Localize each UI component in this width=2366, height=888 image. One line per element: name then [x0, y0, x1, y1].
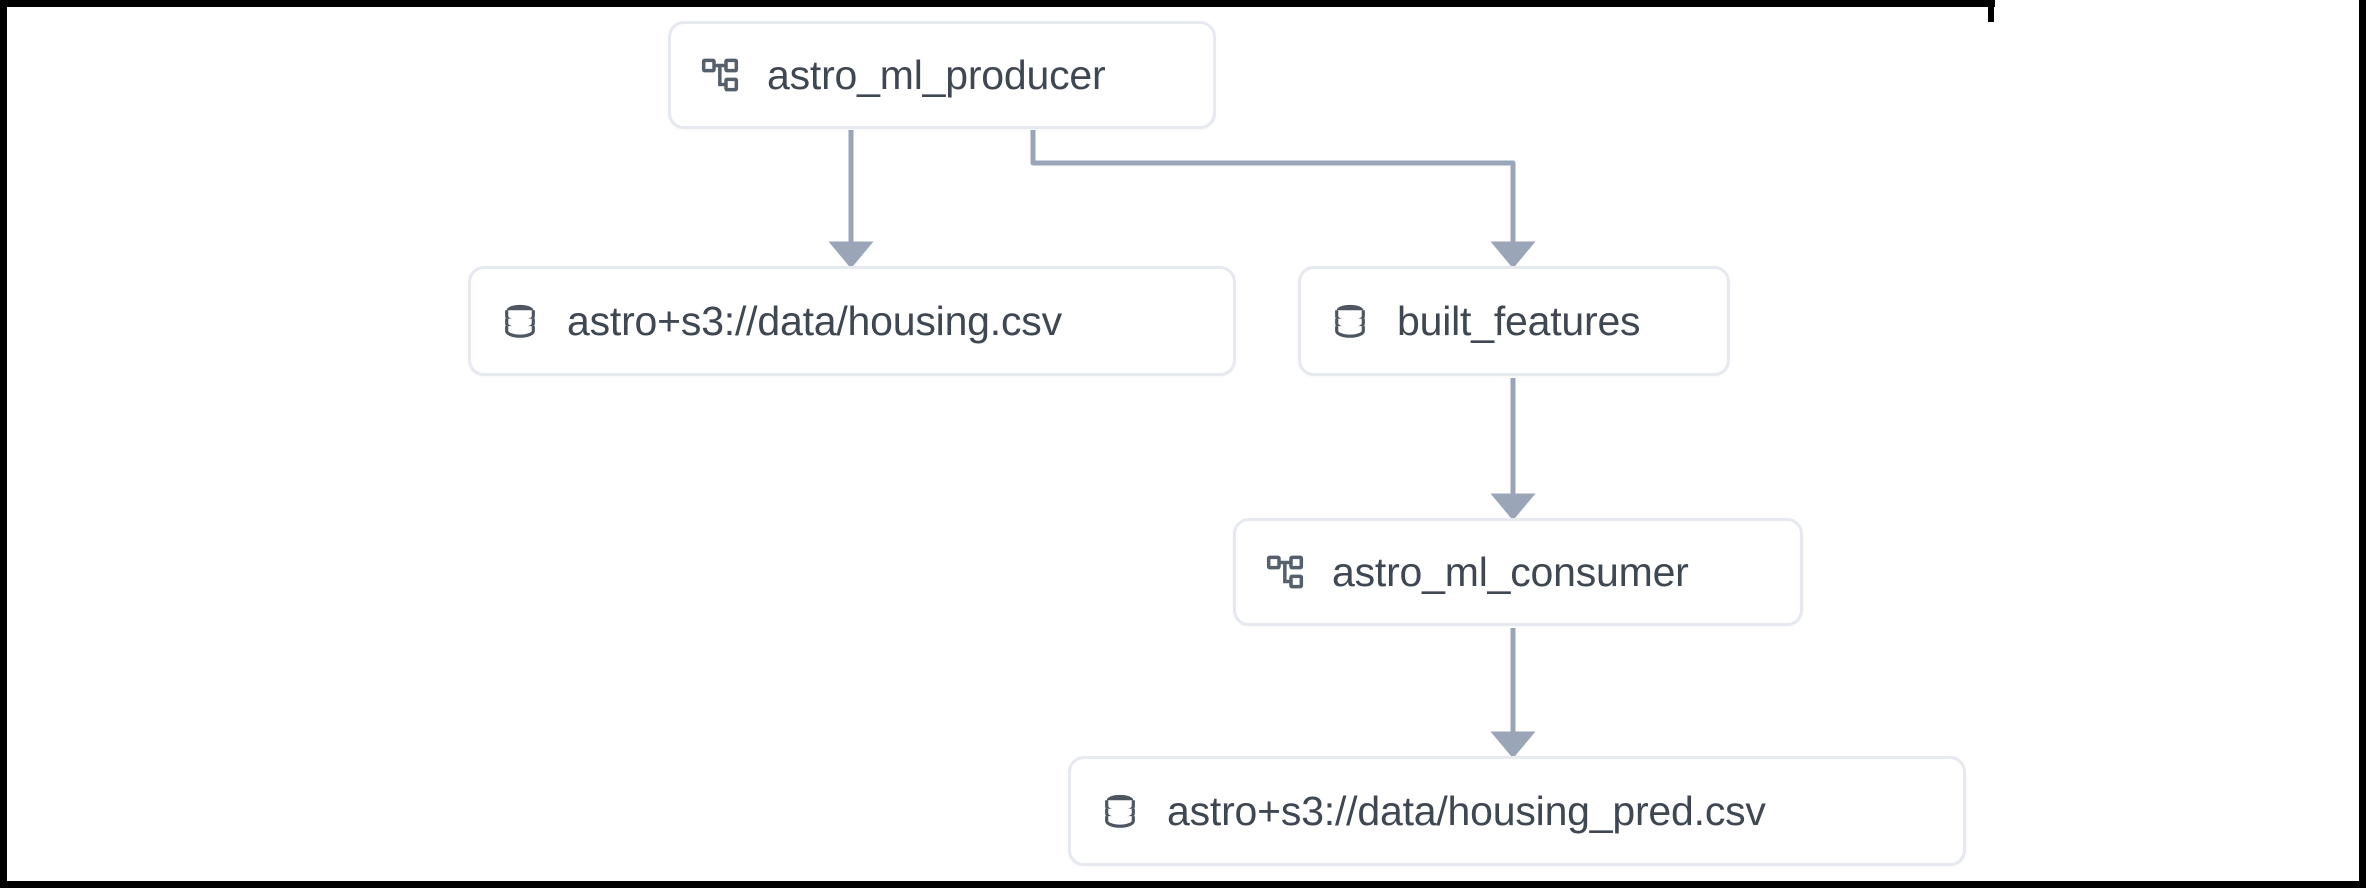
graph-node-astro-ml-consumer[interactable]: astro_ml_consumer — [1233, 518, 1803, 626]
dag-hierarchy-icon — [1264, 550, 1306, 594]
database-icon — [1099, 789, 1141, 833]
frame-border-bottom — [0, 881, 2366, 888]
dag-hierarchy-icon — [699, 53, 741, 97]
graph-node-built-features[interactable]: built_features — [1298, 266, 1730, 376]
graph-node-astro-ml-producer[interactable]: astro_ml_producer — [668, 21, 1216, 129]
frame-border-left — [0, 0, 7, 888]
frame-border-top — [0, 0, 1995, 7]
node-label: astro+s3://data/housing_pred.csv — [1167, 787, 1766, 834]
node-label: astro+s3://data/housing.csv — [567, 297, 1062, 344]
database-icon — [499, 299, 541, 343]
graph-node-housing-csv[interactable]: astro+s3://data/housing.csv — [468, 266, 1236, 376]
frame-border-right — [2359, 0, 2366, 888]
database-icon — [1329, 299, 1371, 343]
edge-producer-to-built-features — [1030, 130, 1536, 269]
frame-border-tick — [1988, 0, 1994, 22]
node-label: built_features — [1397, 297, 1641, 344]
graph-node-housing-pred-csv[interactable]: astro+s3://data/housing_pred.csv — [1068, 756, 1966, 866]
node-label: astro_ml_producer — [767, 51, 1106, 98]
node-label: astro_ml_consumer — [1332, 548, 1689, 595]
